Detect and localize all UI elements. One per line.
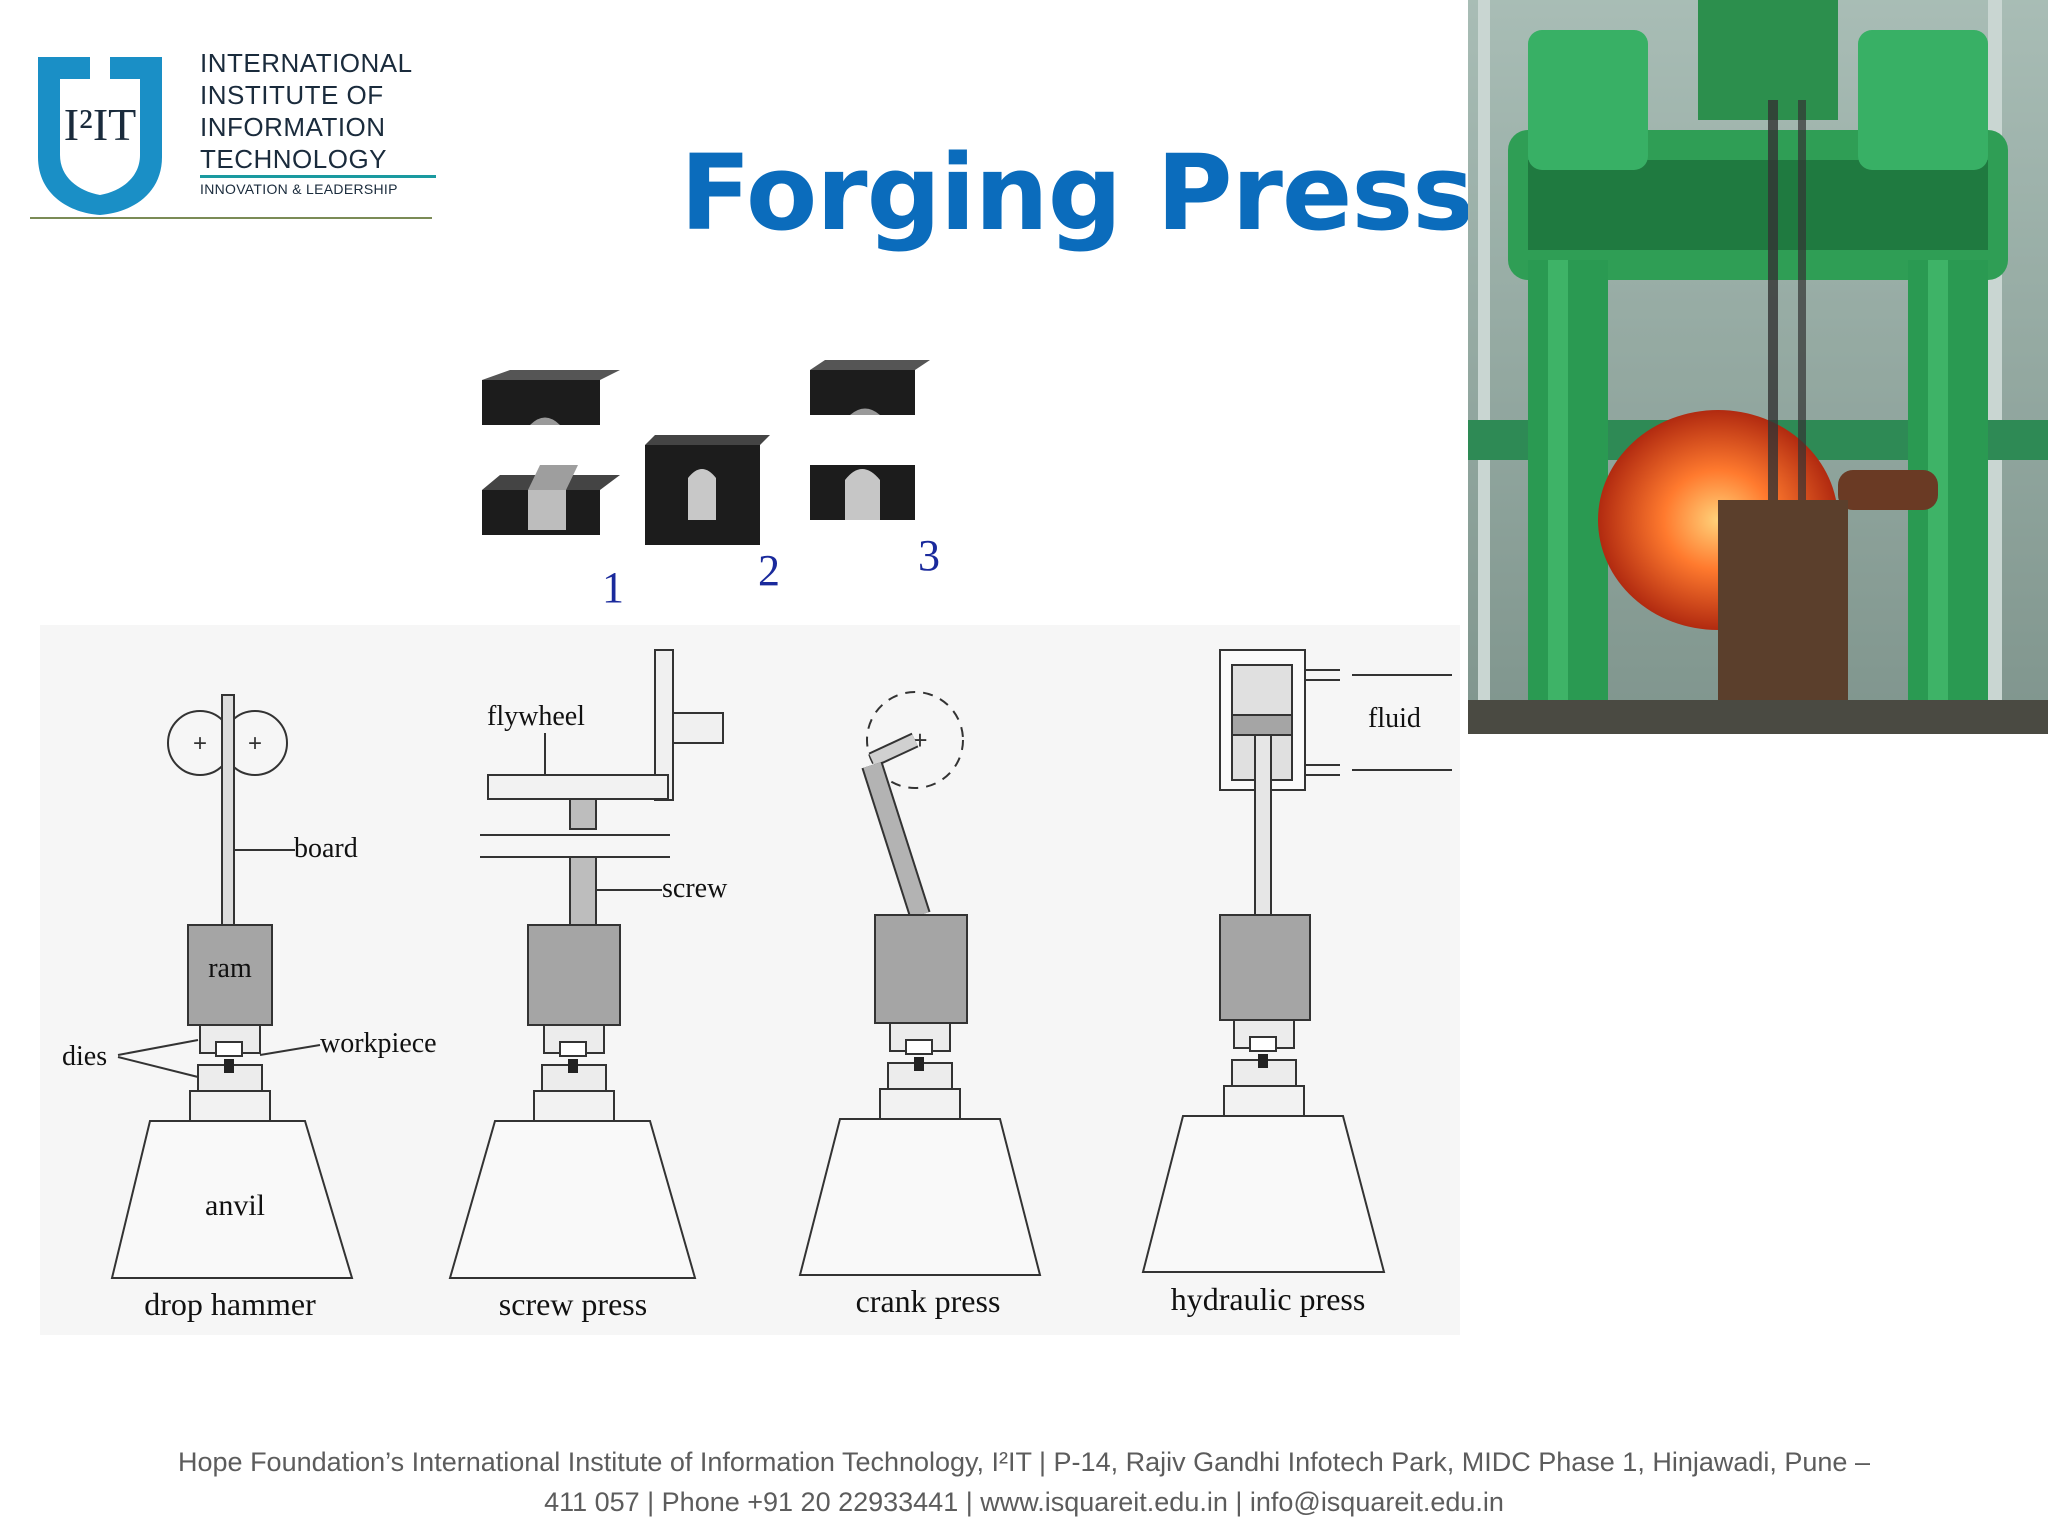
screw-press-diagram: screw flywheel [448,649,728,1279]
footer-contact: Hope Foundation’s International Institut… [0,1442,2048,1522]
die-label-2: 2 [758,546,780,595]
die-stage-2-icon [645,435,770,545]
hydraulic-press-diagram: fluid [1141,649,1452,1273]
die-stage-3-icon [810,360,930,520]
svg-text:+: + [193,730,207,757]
drop-hammer-diagram: + + board ram anvil dies workpiece [62,694,437,1279]
forging-press-photo [1468,0,2048,734]
logo-tagline: INNOVATION & LEADERSHIP [200,181,398,197]
slide-title: Forging Press [680,132,1474,254]
logo-mark: I²IT [64,99,137,150]
footer-line-2: 411 057 | Phone +91 20 22933441 | www.is… [544,1487,1504,1517]
logo-shield-icon: I²IT [38,57,162,215]
institute-logo: I²IT INTERNATIONAL INSTITUTE OF INFORMAT… [30,45,450,225]
footer-line-1: Hope Foundation’s International Institut… [178,1447,1870,1477]
logo-underline [30,217,432,219]
die-stage-1-icon [482,370,620,535]
svg-text:+: + [248,730,262,757]
die-label-1: 1 [602,563,624,612]
die-stages-figure: 1 2 3 [482,360,940,612]
logo-rule [200,175,436,178]
label-ram: ram [208,953,252,984]
caption-crank-press: crank press [856,1283,1001,1319]
logo-name: INTERNATIONAL INSTITUTE OF INFORMATION T… [200,48,413,174]
caption-hydraulic-press: hydraulic press [1171,1281,1366,1317]
label-dies: dies [62,1041,107,1072]
label-board: board [294,833,358,864]
label-workpiece: workpiece [320,1028,437,1059]
label-flywheel: flywheel [487,701,585,732]
label-anvil: anvil [205,1189,265,1222]
label-fluid: fluid [1368,703,1421,734]
label-screw: screw [662,873,728,904]
die-label-3: 3 [918,531,940,580]
caption-screw-press: screw press [499,1286,647,1322]
crank-press-diagram: + [798,691,1042,1276]
forging-machines-diagram: + + board ram anvil dies workpiece drop … [40,625,1460,1335]
caption-drop-hammer: drop hammer [144,1286,316,1322]
